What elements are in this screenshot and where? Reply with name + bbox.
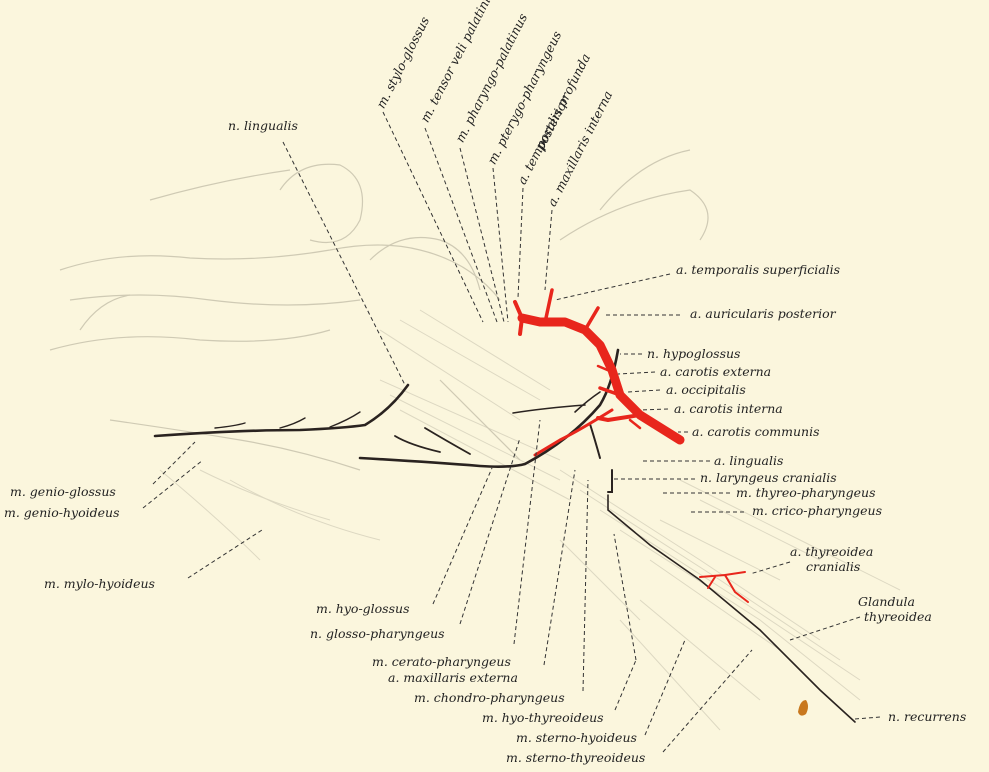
label-a-thyreoidea: a. thyreoidea	[790, 546, 873, 559]
label-m-mylo-hyoideus: m. mylo-hyoideus	[44, 578, 155, 591]
label-m-chondro-pharyngeus: m. chondro-pharyngeus	[414, 692, 565, 705]
label-m-sterno-thyreoideus: m. sterno-thyreoideus	[506, 752, 645, 765]
label-a-auricularis-posterior: a. auricularis posterior	[690, 308, 836, 321]
label-m-cerato-pharyngeus: m. cerato-pharyngeus	[372, 656, 511, 669]
label-a-lingualis: a. lingualis	[714, 455, 783, 468]
label-cranialis: cranialis	[806, 561, 860, 574]
label-n-lingualis: n. lingualis	[228, 120, 298, 133]
label-m-hyo-glossus: m. hyo-glossus	[316, 603, 409, 616]
label-a-carotis-externa: a. carotis externa	[660, 366, 771, 379]
arteries	[515, 290, 748, 602]
label-n-laryngeus-cranialis: n. laryngeus cranialis	[700, 472, 837, 485]
label-a-temporalis-superficialis: a. temporalis superficialis	[676, 264, 840, 277]
label-m-genio-glossus: m. genio-glossus	[10, 486, 116, 499]
label-a-occipitalis: a. occipitalis	[666, 384, 746, 397]
label-m-thyreo-pharyngeus: m. thyreo-pharyngeus	[736, 487, 876, 500]
label-thyreoidea: thyreoidea	[864, 611, 932, 624]
thyroid-gland	[798, 700, 808, 716]
label-m-hyo-thyreoideus: m. hyo-thyreoideus	[482, 712, 604, 725]
label-n-recurrens: n. recurrens	[888, 711, 966, 724]
label-a-maxillaris-externa: a. maxillaris externa	[388, 672, 518, 685]
label-n-glosso-pharyngeus: n. glosso-pharyngeus	[310, 628, 445, 641]
label-glandula: Glandula	[858, 596, 915, 609]
label-m-crico-pharyngeus: m. crico-pharyngeus	[752, 505, 882, 518]
label-m-genio-hyoideus: m. genio-hyoideus	[4, 507, 120, 520]
label-a-carotis-interna: a. carotis interna	[674, 403, 783, 416]
label-n-hypoglossus: n. hypoglossus	[647, 348, 740, 361]
label-a-carotis-communis: a. carotis communis	[692, 426, 820, 439]
label-m-sterno-hyoideus: m. sterno-hyoideus	[516, 732, 637, 745]
